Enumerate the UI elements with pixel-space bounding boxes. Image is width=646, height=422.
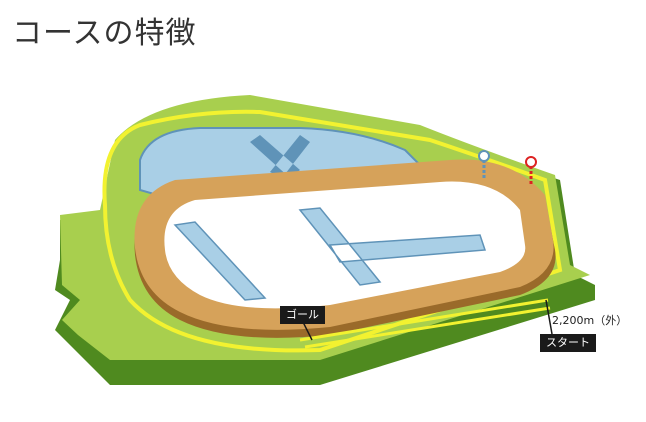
marker-6 <box>525 156 537 186</box>
distance-label: 2,200m（外） <box>552 314 628 327</box>
turf-rail-inner-2 <box>304 306 551 349</box>
infield <box>164 181 526 309</box>
turf-rail-outer <box>102 109 563 353</box>
marker-4 <box>478 150 490 180</box>
goal-label: ゴール <box>280 306 325 324</box>
infield-steeple-path <box>173 207 487 301</box>
start-label: スタート <box>540 334 596 352</box>
page-title: コースの特徴 <box>12 16 197 51</box>
start-pointer <box>545 299 553 335</box>
turf-rail-inner <box>299 298 549 342</box>
goal-pointer <box>302 321 313 341</box>
steeple-cross <box>250 135 310 178</box>
